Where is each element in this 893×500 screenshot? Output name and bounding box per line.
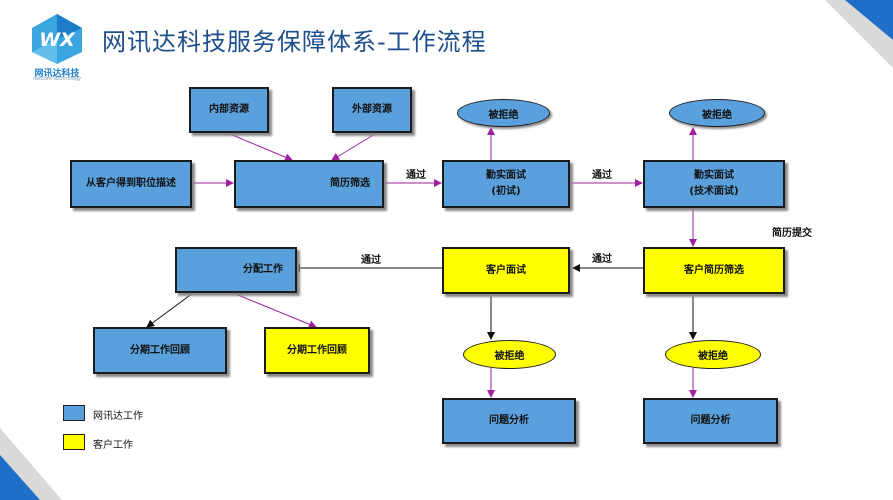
node-rejected-4: 被拒绝 bbox=[665, 340, 761, 369]
node-label: 问题分析 bbox=[690, 415, 731, 426]
node-rejected-1: 被拒绝 bbox=[457, 99, 550, 127]
node-external-resources: 外部资源 bbox=[332, 87, 412, 133]
node-label-line2: (技术面试) bbox=[689, 186, 739, 197]
logo-name: 网讯达科技 bbox=[34, 69, 80, 79]
edge-label-pass-2: 通过 bbox=[592, 170, 612, 181]
node-label: 被拒绝 bbox=[488, 109, 519, 121]
node-label: 外部资源 bbox=[352, 104, 392, 115]
logo-subtitle: netcom technology bbox=[32, 76, 82, 82]
corner-blue-top-right bbox=[845, 0, 893, 40]
arrow-assign-to-review1 bbox=[146, 292, 194, 328]
node-interview-technical: 勤实面试 (技术面试) bbox=[643, 160, 785, 208]
node-interview-first: 勤实面试 (初试) bbox=[442, 160, 570, 208]
node-label: 分期工作回顾 bbox=[287, 344, 347, 356]
node-rejected-3: 被拒绝 bbox=[463, 340, 556, 369]
legend-swatch-client bbox=[63, 434, 85, 450]
node-label: 从客户得到职位描述 bbox=[86, 178, 176, 189]
node-review-client: 分期工作回顾 bbox=[264, 327, 370, 374]
page-title: 网讯达科技服务保障体系-工作流程 bbox=[102, 28, 487, 56]
node-problem-analysis-1: 问题分析 bbox=[442, 398, 576, 444]
node-label: 简历筛选 bbox=[330, 178, 370, 189]
logo: WX 网讯达科技 netcom technology bbox=[24, 12, 90, 82]
legend-swatch-ours bbox=[63, 405, 85, 421]
node-client-resume-screening: 客户简历筛选 bbox=[643, 247, 785, 294]
node-label: 客户简历筛选 bbox=[684, 264, 744, 276]
node-problem-analysis-2: 问题分析 bbox=[643, 398, 778, 444]
node-label-line1: 勤实面试 bbox=[694, 170, 734, 181]
node-review-ours: 分期工作回顾 bbox=[93, 327, 227, 374]
logo-mark-icon: WX bbox=[32, 14, 82, 64]
node-job-description: 从客户得到职位描述 bbox=[70, 160, 192, 208]
node-label: 问题分析 bbox=[489, 415, 529, 426]
edge-label-pass-4: 通过 bbox=[361, 255, 381, 266]
node-resume-screening: 简历筛选 bbox=[234, 160, 384, 208]
node-assign-work: 分配工作 bbox=[175, 247, 297, 293]
legend-label-client: 客户工作 bbox=[93, 440, 133, 451]
node-label: 被拒绝 bbox=[494, 351, 525, 362]
node-label: 被拒绝 bbox=[698, 351, 728, 362]
node-label: 被拒绝 bbox=[702, 109, 732, 121]
edge-label-pass-3: 通过 bbox=[592, 254, 612, 265]
node-label: 分配工作 bbox=[243, 264, 283, 275]
node-rejected-2: 被拒绝 bbox=[669, 99, 765, 127]
node-label: 分期工作回顾 bbox=[130, 344, 190, 356]
node-label-line1: 勤实面试 bbox=[486, 170, 526, 181]
node-internal-resources: 内部资源 bbox=[189, 87, 269, 133]
node-label: 内部资源 bbox=[209, 104, 249, 115]
edge-label-pass-1: 通过 bbox=[406, 170, 426, 181]
arrow-external-to-screening bbox=[331, 133, 376, 161]
arrow-assign-to-review2 bbox=[232, 292, 317, 329]
node-label: 客户面试 bbox=[486, 264, 526, 276]
corner-blue-bottom-left bbox=[0, 455, 40, 500]
arrow-internal-to-screening bbox=[229, 133, 293, 161]
node-client-interview: 客户面试 bbox=[442, 247, 570, 294]
node-label-line2: (初试) bbox=[491, 186, 521, 197]
logo-letters: WX bbox=[39, 29, 76, 51]
legend-label-ours: 网讯达工作 bbox=[93, 411, 143, 422]
edge-label-resume-submit: 简历提交 bbox=[772, 228, 812, 239]
